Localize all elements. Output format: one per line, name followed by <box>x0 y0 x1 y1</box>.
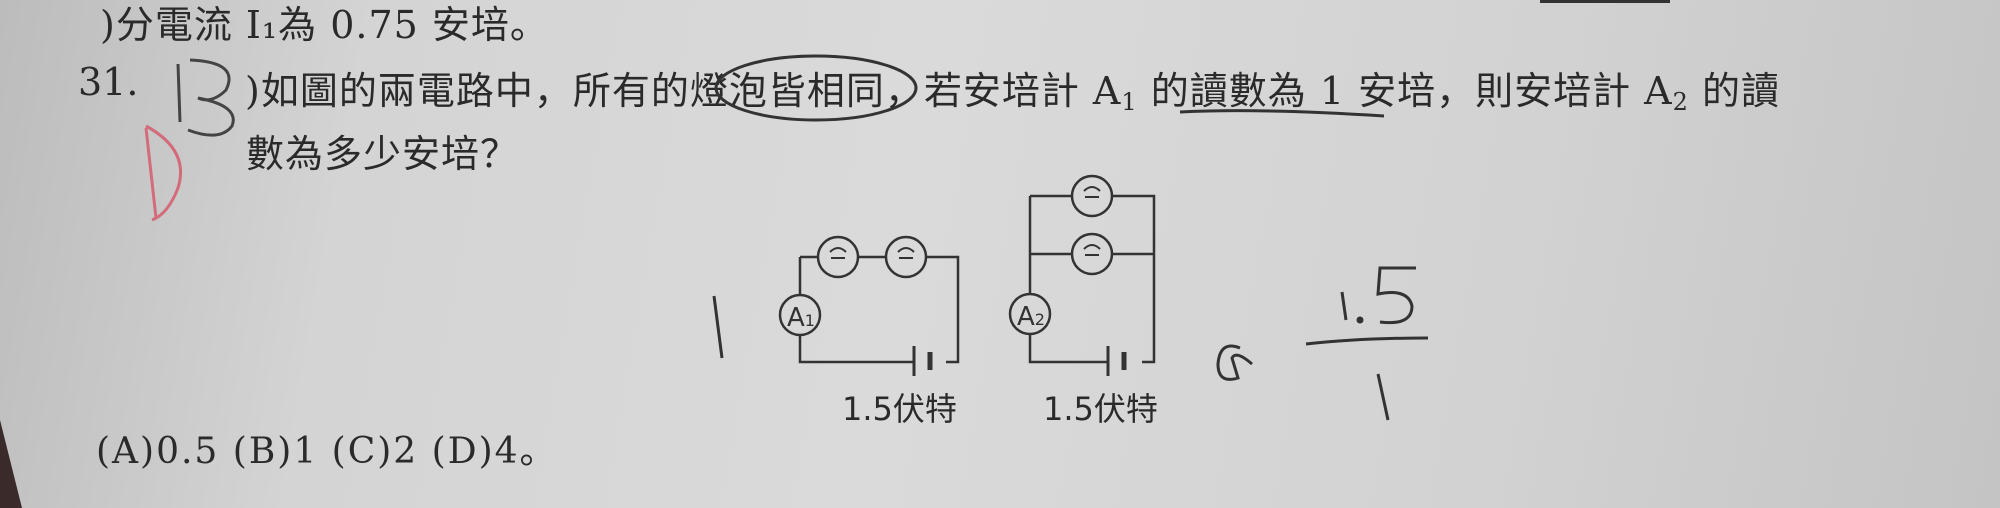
handwritten-one-left <box>712 295 724 359</box>
question-text-b: ，若安培計 A <box>884 69 1122 113</box>
question-text-a: )如圖的兩電路中，所有的 <box>245 69 690 113</box>
handwritten-amp <box>1216 344 1253 381</box>
right-voltage-label: 1.5伏特 <box>1043 390 1158 428</box>
ammeter-a1-label: A1 <box>787 303 815 333</box>
question-text-c: 安培，則安培計 A <box>1345 69 1673 113</box>
question-number: 31. <box>78 60 139 104</box>
left-voltage-label: 1.5伏特 <box>842 390 957 428</box>
pen-stroke-top <box>1540 0 1670 3</box>
red-d-mark <box>144 124 183 222</box>
answer-options: (A)0.5 (B)1 (C)2 (D)4。 <box>96 431 558 472</box>
underlined-phrase: 的讀數為 1 <box>1137 69 1345 113</box>
answer-mark-handwriting <box>176 58 235 137</box>
photo-edge-shadow <box>0 420 22 508</box>
subscript-2: 2 <box>1672 88 1689 116</box>
right-circuit <box>1008 174 1156 376</box>
circle-around-phrase <box>714 54 918 122</box>
left-circuit <box>778 235 960 376</box>
question-text-d: 的讀 <box>1688 69 1780 113</box>
handwritten-fraction <box>1305 266 1429 421</box>
question-line-2: 數為多少安培？ <box>246 132 520 176</box>
previous-question-line: )分電流 I₁為 0.75 安培。 <box>100 3 549 47</box>
ammeter-a2-label: A2 <box>1017 302 1045 332</box>
underline-stroke <box>1179 109 1385 118</box>
subscript-1: 1 <box>1121 88 1138 116</box>
